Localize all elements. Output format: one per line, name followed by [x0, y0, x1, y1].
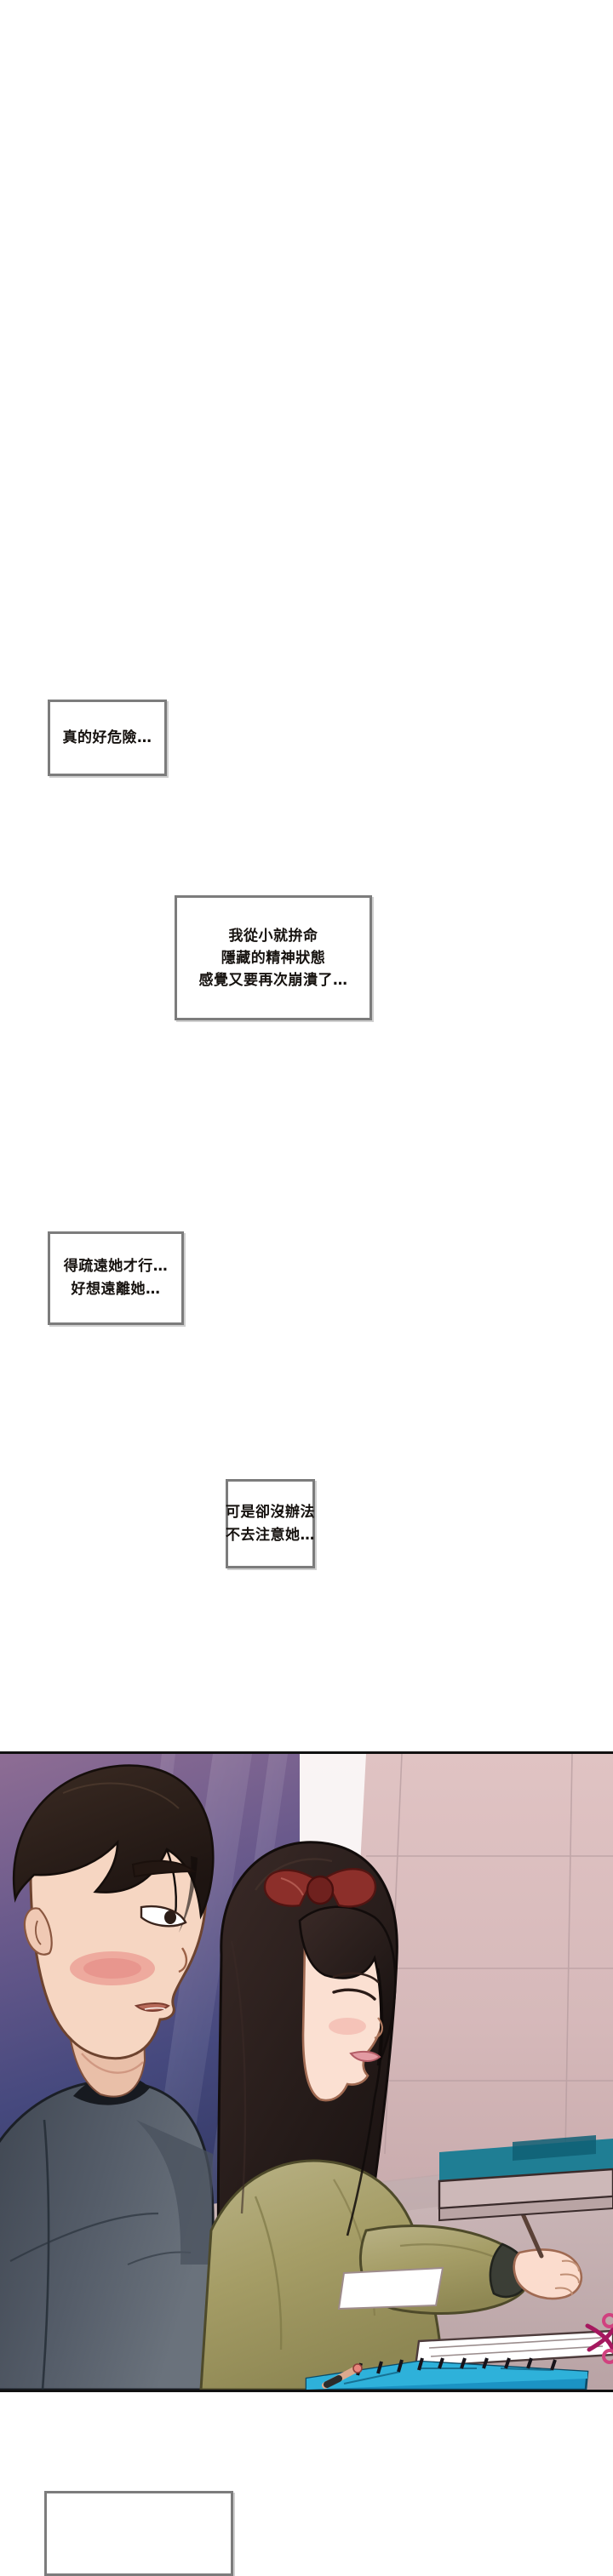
girl-pen [518, 2208, 544, 2259]
girl-character [199, 1841, 583, 2390]
caption-box-5 [44, 2491, 233, 2576]
girl-blush [329, 2018, 366, 2035]
ribbon-left-loop [263, 1869, 315, 1907]
boy-ear [23, 1907, 53, 1956]
desk-objects [305, 2135, 613, 2390]
girl-ribbon-bow [263, 1867, 377, 1908]
boy-teeth [144, 2007, 166, 2010]
girl-eye [332, 1988, 376, 2001]
boy-jacket-shadow [136, 2120, 213, 2265]
boy-blush [70, 1951, 155, 1985]
boy-hair-highlight [62, 1782, 180, 1809]
boy-eyebrow [131, 1859, 197, 1878]
pencil [322, 2363, 363, 2389]
girl-hair-strand-side [346, 1968, 384, 2236]
caption-text-1: 真的好危險… [62, 729, 152, 746]
boy-character [0, 1764, 215, 2390]
boy-jacket-fold-2 [9, 2212, 159, 2262]
boy-neck-shadow [81, 2053, 144, 2074]
boy-mouth [134, 2002, 170, 2012]
caption-text-3: 得疏遠她才行…好想遠離她… [63, 1258, 169, 1298]
ribbon-right-loop [324, 1867, 377, 1908]
girl-hair-front [298, 1905, 397, 2066]
illustration-panel [0, 1751, 613, 2392]
notebook-cover-lines [343, 2368, 553, 2385]
caption-text-2: 我從小就拚命隱藏的精神狀態感覺又要再次崩潰了… [198, 927, 348, 989]
scissors-handle-2 [602, 2349, 613, 2364]
caption-box-2: 我從小就拚命隱藏的精神狀態感覺又要再次崩潰了… [175, 895, 372, 1020]
girl-hair-highlight-2 [230, 1940, 247, 2214]
girl-finger-1 [561, 2259, 580, 2272]
notebook-spiral [356, 2357, 557, 2376]
boy-blush-core [83, 1958, 141, 1979]
scissors-handle-1 [602, 2313, 613, 2328]
ribbon-knot [306, 1875, 335, 1905]
girl-finger-2 [559, 2273, 580, 2284]
scissors [585, 2323, 613, 2352]
boy-ear-inner [35, 1920, 42, 1945]
caption-box-1: 真的好危險… [48, 700, 167, 776]
boy-pupil [164, 1911, 176, 1924]
girl-eyebrow [332, 1972, 380, 1984]
girl-hair-highlight [255, 1858, 333, 1891]
girl-hand [513, 2248, 583, 2300]
textbook-title-band [513, 2135, 596, 2161]
textbook-second [438, 2195, 613, 2222]
boy-hair-strand-1 [179, 1856, 198, 1933]
caption-box-4: 可是卻沒辦法不去注意她… [226, 1479, 315, 1568]
caption-text-4: 可是卻沒辦法不去注意她… [226, 1503, 315, 1544]
boy-jacket-fold-1 [41, 2119, 50, 2390]
girl-finger-3 [554, 2287, 573, 2296]
caption-box-3: 得疏遠她才行…好想遠離她… [48, 1231, 184, 1325]
girl-nose [374, 2017, 383, 2040]
boy-nose [178, 1947, 188, 1973]
paper-sheet [337, 2266, 444, 2310]
worksheet-lines [428, 2337, 604, 2357]
panel-artwork [0, 1754, 613, 2390]
ribbon-highlight [280, 1877, 304, 1896]
girl-mouth [349, 2050, 381, 2062]
girl-sweater-fold-1 [254, 2196, 283, 2350]
